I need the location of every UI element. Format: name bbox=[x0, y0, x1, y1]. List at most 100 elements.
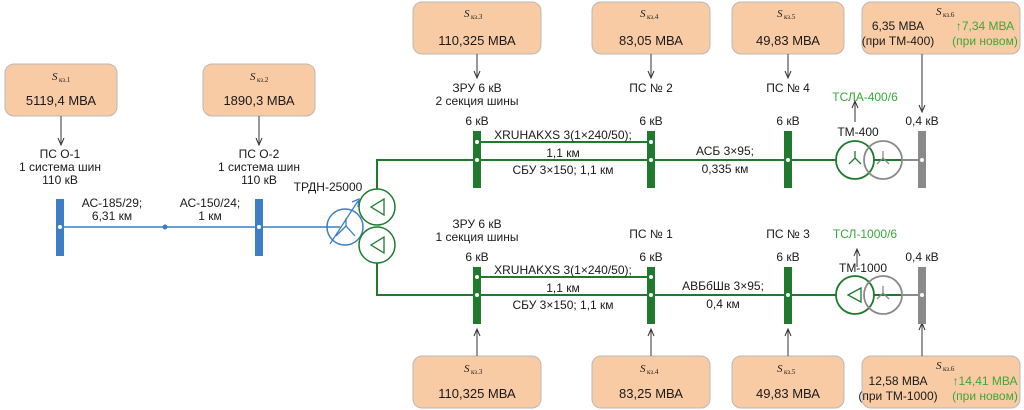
bus-terminal-dots bbox=[58, 140, 924, 297]
svg-text:ПС № 1: ПС № 1 bbox=[629, 227, 673, 241]
svg-text:(при ТМ-1000): (при ТМ-1000) bbox=[858, 389, 937, 403]
kv04-top-label: 0,4 кВ bbox=[905, 114, 938, 128]
svg-text:XRUHAKXS 3(1×240/50);: XRUHAKXS 3(1×240/50); bbox=[494, 263, 632, 277]
line-avbbshv-label: АВБбШв 3×95; 0,4 км bbox=[682, 279, 764, 311]
svg-text:ЗРУ 6 кВ: ЗРУ 6 кВ bbox=[452, 81, 501, 95]
node-zru2-label: ЗРУ 6 кВ 2 секция шины 6 кВ bbox=[436, 81, 519, 128]
svg-text:(при новом): (при новом) bbox=[952, 34, 1018, 48]
svg-text:кз.4: кз.4 bbox=[647, 13, 659, 21]
skz-box-4-bottom: S кз.4 83,25 МВА bbox=[591, 355, 711, 409]
line-ac150-label: АС-150/24; 1 км bbox=[180, 196, 240, 223]
svg-text:2 секция шины: 2 секция шины bbox=[436, 94, 519, 108]
svg-text:S: S bbox=[777, 363, 783, 375]
svg-text:↑14,41 МВА: ↑14,41 МВА bbox=[953, 374, 1018, 388]
svg-text:ПС О-1: ПС О-1 bbox=[40, 147, 81, 161]
svg-text:ЗРУ 6 кВ: ЗРУ 6 кВ bbox=[452, 217, 501, 231]
svg-text:6 кВ: 6 кВ bbox=[776, 250, 799, 264]
svg-text:ПС № 4: ПС № 4 bbox=[766, 81, 810, 95]
line-asb-label: АСБ 3×95; 0,335 км bbox=[696, 144, 754, 176]
svg-text:кз.6: кз.6 bbox=[943, 365, 955, 373]
svg-text:1,1 км: 1,1 км bbox=[546, 146, 580, 160]
svg-text:6,31 км: 6,31 км bbox=[92, 209, 132, 223]
svg-text:83,25 МВА: 83,25 МВА bbox=[619, 386, 683, 401]
svg-text:1 км: 1 км bbox=[198, 209, 222, 223]
svg-text:ПС № 3: ПС № 3 bbox=[766, 227, 810, 241]
svg-text:кз.2: кз.2 bbox=[257, 76, 269, 84]
tsl-label: ТСЛ-1000/6 bbox=[833, 227, 897, 241]
svg-text:АС-185/29;: АС-185/29; bbox=[82, 196, 142, 210]
skz-box-1: S кз.1 5119,4 МВА bbox=[4, 63, 118, 117]
line-junction-dot bbox=[162, 224, 168, 230]
kv04-bottom-label: 0,4 кВ bbox=[905, 250, 938, 264]
svg-text:(при новом): (при новом) bbox=[952, 389, 1018, 403]
svg-text:S: S bbox=[640, 8, 646, 20]
svg-text:АВБбШв 3×95;: АВБбШв 3×95; bbox=[682, 279, 764, 293]
transformer-trdn: ТРДН-25000 bbox=[294, 180, 396, 264]
transformer-tm400: ТСЛА-400/6 ТМ-400 bbox=[832, 90, 918, 180]
svg-text:S: S bbox=[936, 360, 942, 372]
svg-text:110,325 МВА: 110,325 МВА bbox=[438, 33, 516, 48]
skz-box-6: S кз.6 6,35 МВА (при ТМ-400) ↑7,34 МВА (… bbox=[861, 1, 1021, 55]
svg-text:49,83 МВА: 49,83 МВА bbox=[756, 386, 820, 401]
svg-text:СБУ 3×150; 1,1 км: СБУ 3×150; 1,1 км bbox=[512, 298, 613, 312]
svg-text:S: S bbox=[464, 363, 470, 375]
svg-text:1,1 км: 1,1 км bbox=[546, 281, 580, 295]
svg-text:49,83 МВА: 49,83 МВА bbox=[756, 33, 820, 48]
svg-text:АСБ 3×95;: АСБ 3×95; bbox=[696, 144, 754, 158]
svg-text:6 кВ: 6 кВ bbox=[639, 250, 662, 264]
svg-text:6,35 МВА: 6,35 МВА bbox=[872, 19, 924, 33]
svg-text:S: S bbox=[640, 363, 646, 375]
skz-box-4: S кз.4 83,05 МВА bbox=[591, 1, 711, 55]
tm400-label: ТМ-400 bbox=[837, 125, 879, 139]
line-lower-main bbox=[376, 263, 918, 296]
svg-text:кз.3: кз.3 bbox=[471, 368, 483, 376]
tsla-label: ТСЛА-400/6 bbox=[832, 90, 898, 104]
node-ps-o1-label: ПС О-1 1 система шин 110 кВ bbox=[19, 147, 101, 187]
skz-box-3: S кз.3 110,325 МВА bbox=[412, 1, 542, 55]
svg-text:S: S bbox=[464, 8, 470, 20]
svg-text:12,58 МВА: 12,58 МВА bbox=[869, 374, 928, 388]
line-xru-bottom-label: XRUHAKXS 3(1×240/50); 1,1 км СБУ 3×150; … bbox=[494, 263, 632, 312]
node-zru1-label: ЗРУ 6 кВ 1 секция шины 6 кВ bbox=[436, 217, 519, 264]
svg-text:(при ТМ-400): (при ТМ-400) bbox=[862, 34, 935, 48]
svg-text:6 кВ: 6 кВ bbox=[776, 114, 799, 128]
svg-text:кз.5: кз.5 bbox=[784, 368, 796, 376]
svg-text:ПС № 2: ПС № 2 bbox=[629, 81, 673, 95]
arrows bbox=[57, 54, 926, 356]
svg-text:S: S bbox=[936, 6, 942, 18]
svg-text:5119,4 МВА: 5119,4 МВА bbox=[26, 93, 96, 108]
svg-text:1890,3 МВА: 1890,3 МВА bbox=[223, 93, 294, 108]
skz-box-2: S кз.2 1890,3 МВА bbox=[202, 63, 316, 117]
node-ps-o2-label: ПС О-2 1 система шин 110 кВ bbox=[218, 147, 300, 187]
svg-text:↑7,34 МВА: ↑7,34 МВА bbox=[956, 19, 1014, 33]
svg-text:кз.5: кз.5 bbox=[784, 13, 796, 21]
svg-text:кз.6: кз.6 bbox=[943, 11, 955, 19]
svg-text:110,325 МВА: 110,325 МВА bbox=[438, 386, 516, 401]
svg-text:ПС О-2: ПС О-2 bbox=[239, 147, 280, 161]
svg-text:кз.4: кз.4 bbox=[647, 368, 659, 376]
svg-text:110 кВ: 110 кВ bbox=[241, 173, 277, 187]
svg-text:0,335 км: 0,335 км bbox=[702, 162, 749, 176]
svg-text:СБУ 3×150; 1,1 км: СБУ 3×150; 1,1 км bbox=[512, 163, 613, 177]
node-ps2-label: ПС № 2 6 кВ bbox=[629, 81, 673, 128]
node-ps4-label: ПС № 4 6 кВ bbox=[766, 81, 810, 128]
line-upper-main bbox=[376, 159, 918, 189]
svg-text:83,05 МВА: 83,05 МВА bbox=[619, 33, 683, 48]
svg-text:АС-150/24;: АС-150/24; bbox=[180, 196, 240, 210]
svg-text:XRUHAKXS 3(1×240/50);: XRUHAKXS 3(1×240/50); bbox=[494, 128, 632, 142]
svg-text:6 кВ: 6 кВ bbox=[465, 250, 488, 264]
svg-text:кз.1: кз.1 bbox=[59, 76, 71, 84]
trdn-label: ТРДН-25000 bbox=[294, 180, 363, 194]
svg-text:1 система шин: 1 система шин bbox=[19, 160, 101, 174]
svg-text:110 кВ: 110 кВ bbox=[42, 173, 78, 187]
svg-text:S: S bbox=[250, 71, 256, 83]
line-ac185-label: АС-185/29; 6,31 км bbox=[82, 196, 142, 223]
svg-text:кз.3: кз.3 bbox=[471, 13, 483, 21]
svg-text:1 секция шины: 1 секция шины bbox=[436, 230, 519, 244]
skz-box-3-bottom: S кз.3 110,325 МВА bbox=[412, 355, 542, 409]
svg-text:6 кВ: 6 кВ bbox=[639, 114, 662, 128]
svg-text:0,4 км: 0,4 км bbox=[706, 297, 740, 311]
tm1000-label: ТМ-1000 bbox=[839, 261, 887, 275]
skz-box-6-bottom: S кз.6 12,58 МВА (при ТМ-1000) ↑14,41 МВ… bbox=[858, 355, 1021, 409]
